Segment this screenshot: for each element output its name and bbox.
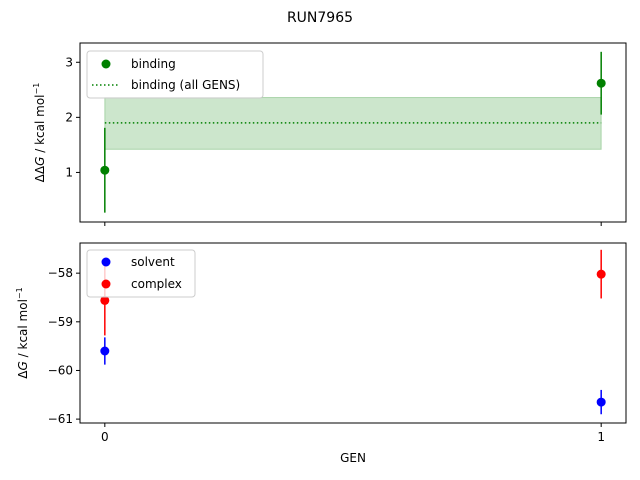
top-legend: binding binding (all GENS)	[86, 50, 264, 99]
top-ticks: 1 2 3	[65, 55, 602, 226]
bottom-ytick-label: −58	[48, 266, 73, 280]
top-plot-area	[100, 51, 606, 213]
legend-label-complex: complex	[131, 277, 182, 291]
legend-label-solvent: solvent	[131, 255, 175, 269]
bottom-ylabel-var: G	[16, 361, 30, 370]
legend-marker-solvent	[101, 257, 111, 267]
bottom-ytick-label: −59	[48, 315, 73, 329]
bottom-legend: solvent complex	[86, 249, 196, 298]
top-ylabel-unit: / kcal mol	[33, 94, 47, 156]
point-binding-0	[100, 165, 110, 175]
bottom-xtick-label: 0	[101, 430, 109, 444]
top-y-axis-label: ΔΔG / kcal mol−1	[32, 83, 47, 183]
bottom-ylabel-prefix: Δ	[16, 370, 30, 379]
top-ylabel-var: G	[33, 157, 47, 166]
bottom-legend-frame	[86, 249, 196, 298]
bottom-plot-area	[100, 249, 606, 415]
bottom-ylabel-unit: / kcal mol	[16, 299, 30, 361]
bottom-axes-frame	[79, 242, 627, 424]
top-axes-frame	[79, 42, 627, 223]
top-legend-frame	[86, 50, 264, 99]
legend-label-binding: binding	[131, 57, 176, 71]
bottom-panel: −58 −59 −60 −61 0 1 ΔG / kcal mol−1 solvent c…	[15, 242, 627, 444]
point-binding-1	[596, 78, 606, 88]
point-solvent-1	[596, 397, 606, 407]
bottom-ylabel-sup: −1	[15, 287, 24, 299]
bottom-ytick-label: −60	[48, 363, 73, 377]
point-solvent-0	[100, 346, 110, 356]
top-panel: 1 2 3 ΔΔG / kcal mol−1 binding binding (al…	[32, 42, 627, 226]
legend-label-binding-all-gens: binding (all GENS)	[131, 78, 240, 92]
bottom-ticks: −58 −59 −60 −61 0 1	[48, 266, 605, 444]
legend-marker-complex	[101, 279, 111, 289]
legend-marker-binding	[101, 59, 111, 69]
top-ylabel-sup: −1	[32, 83, 41, 95]
top-ytick-label: 2	[65, 110, 73, 124]
point-complex-1	[596, 269, 606, 279]
top-ytick-label: 1	[65, 165, 73, 179]
bottom-xtick-label: 1	[597, 430, 605, 444]
bottom-y-axis-label: ΔG / kcal mol−1	[15, 287, 30, 378]
point-complex-0	[100, 295, 110, 305]
top-ytick-label: 3	[65, 55, 73, 69]
figure-title: RUN7965	[287, 10, 353, 26]
top-ylabel-prefix: ΔΔ	[33, 165, 47, 182]
bottom-ytick-label: −61	[48, 412, 73, 426]
x-axis-label: GEN	[340, 451, 366, 465]
